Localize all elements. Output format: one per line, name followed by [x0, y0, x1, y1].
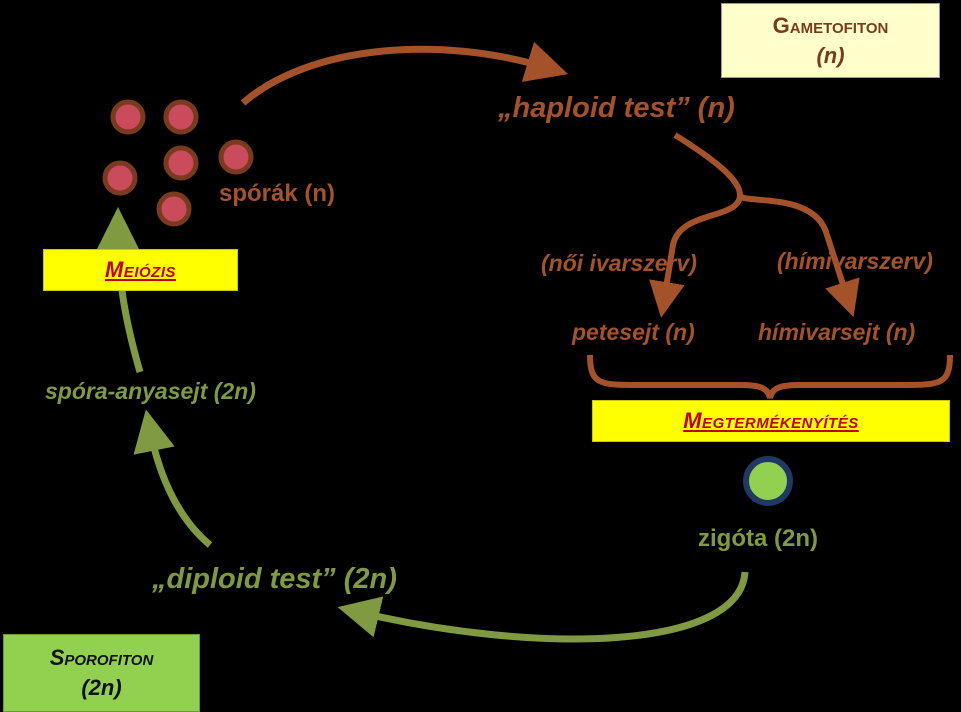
diploid-test-label: „diploid test” (2n)	[152, 563, 397, 595]
arrow-anyasejt-to-spores	[97, 207, 144, 373]
sporofiton-title: Sporofiton	[49, 645, 154, 670]
branch-trunk	[673, 132, 743, 196]
megtermekenyites-box: Megtermékenyítés	[592, 400, 950, 442]
spore	[102, 160, 138, 196]
spores-group	[102, 99, 254, 227]
spore	[110, 99, 146, 135]
spore	[163, 99, 199, 135]
himivarsejt-label: hímivarsejt (n)	[758, 319, 916, 345]
spore	[218, 139, 254, 175]
arrow-diploid-to-anyasejt	[133, 409, 213, 548]
zygote	[743, 456, 793, 506]
zigota-label: zigóta (2n)	[698, 525, 818, 552]
gametofiton-title: Gametofiton	[772, 12, 889, 38]
meiozis-box: Meiózis	[43, 249, 238, 291]
meiozis-label: Meiózis	[104, 257, 176, 282]
spores-label: spórák (n)	[219, 180, 336, 207]
arrow-branch-female	[649, 194, 743, 318]
arrow-zigota-to-diploid	[337, 571, 749, 643]
haploid-test-label: „haploid test” (n)	[498, 92, 735, 124]
sporofiton-box: Sporofiton (2n)	[3, 634, 200, 712]
gametofiton-ploidy: (n)	[816, 42, 845, 68]
noi-ivarszerv-label: (női ivarszerv)	[541, 250, 697, 276]
arrow-branch-male	[737, 193, 860, 318]
gametofiton-box: Gametofiton (n)	[721, 3, 940, 78]
sporofiton-ploidy: (2n)	[81, 675, 122, 700]
petesejt-label: petesejt (n)	[572, 319, 695, 345]
arrow-spores-to-haploid	[240, 41, 569, 106]
spore	[163, 145, 199, 181]
spora-anyasejt-label: spóra-anyasejt (2n)	[45, 378, 256, 404]
megtermekenyites-label: Megtermékenyítés	[683, 408, 859, 433]
spore	[156, 191, 192, 227]
himivarszerv-label: (hímivarszerv)	[777, 248, 933, 274]
brace-gametes	[587, 354, 953, 399]
